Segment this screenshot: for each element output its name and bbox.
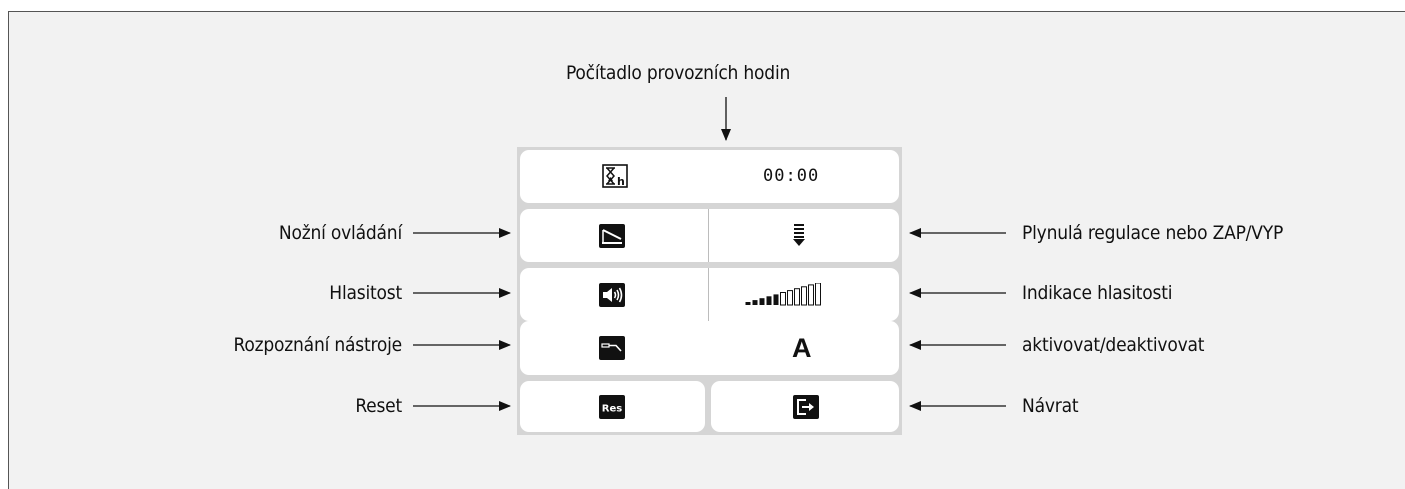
device-display-panel: h 00:00 (517, 147, 902, 435)
reset-icon[interactable]: Res (599, 395, 625, 419)
hourglass-icon: h (602, 164, 628, 188)
volume-divider (708, 268, 709, 321)
operating-hours-value: 00:00 (763, 166, 820, 186)
smooth-regulation-label: Plynulá regulace nebo ZAP/VYP (1022, 222, 1284, 244)
volume-bar (794, 288, 800, 306)
instrument-recognition-row[interactable] (520, 321, 899, 375)
return-label: Návrat (1022, 395, 1079, 417)
volume-bar (773, 294, 779, 305)
volume-bar (808, 284, 814, 306)
foot-control-row[interactable] (520, 209, 899, 262)
foot-control-divider (708, 209, 709, 262)
instrument-recognition-label: Rozpoznání nástroje (233, 334, 403, 356)
activate-deactivate-label: aktivovat/deaktivovat (1022, 334, 1205, 356)
volume-bar (745, 302, 751, 305)
operating-hours-row: h 00:00 (520, 150, 899, 203)
volume-bar (801, 286, 807, 306)
speaker-volume-icon[interactable] (599, 283, 625, 307)
svg-text:h: h (617, 175, 625, 188)
volume-level-bars-icon (745, 283, 857, 307)
smooth-regulation-icon[interactable] (793, 223, 805, 247)
volume-bar (815, 283, 821, 306)
foot-control-label: Nožní ovládání (278, 222, 402, 244)
return-exit-icon[interactable] (793, 395, 819, 419)
instrument-icon[interactable] (599, 336, 625, 360)
volume-row[interactable] (520, 268, 899, 321)
volume-bar (787, 290, 793, 306)
reset-label: Reset (355, 395, 402, 417)
volume-bar (780, 292, 786, 306)
volume-label: Hlasitost (329, 282, 402, 304)
volume-indication-label: Indikace hlasitosti (1022, 282, 1173, 304)
svg-text:Res: Res (602, 404, 622, 415)
volume-bar (759, 298, 765, 305)
instrument-mode-letter[interactable]: A (792, 333, 812, 363)
volume-bar (766, 296, 772, 305)
operating-hours-counter-label: Počítadlo provozních hodin (566, 62, 791, 84)
volume-bar (752, 300, 758, 305)
foot-pedal-icon[interactable] (599, 224, 625, 248)
